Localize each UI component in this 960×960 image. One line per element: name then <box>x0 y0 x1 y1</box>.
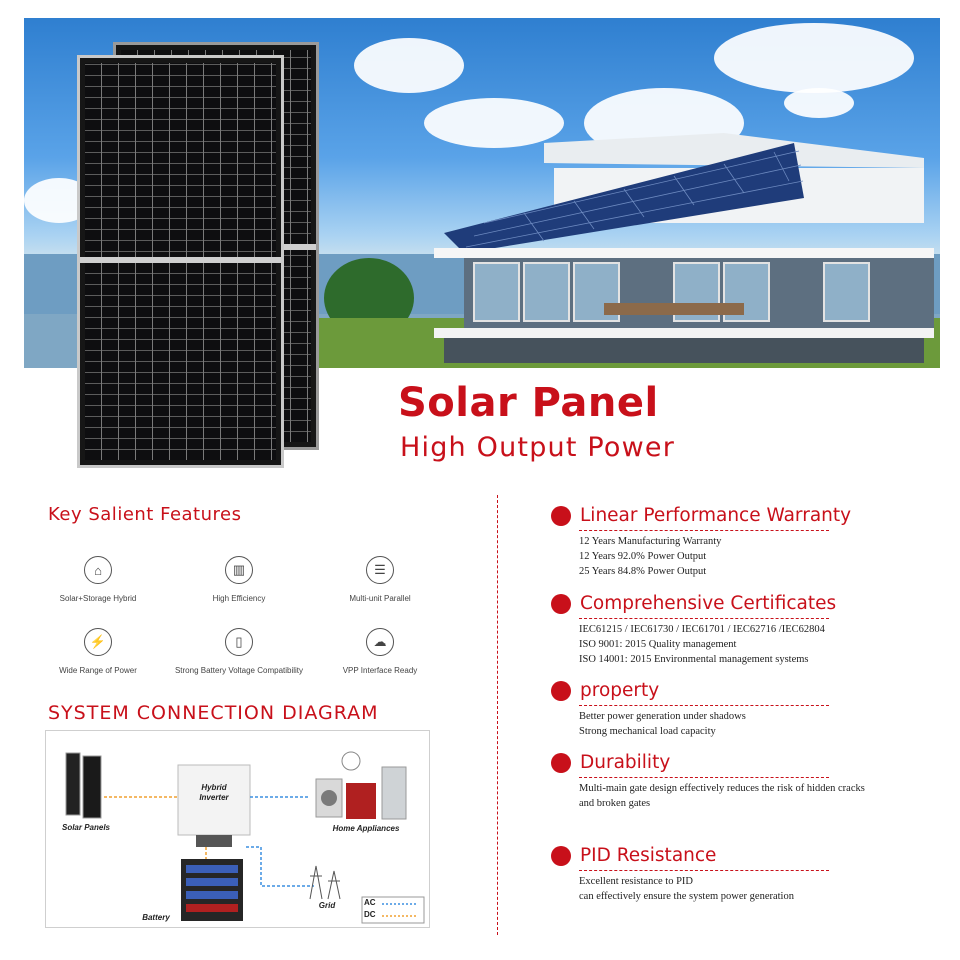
house-illustration <box>434 133 934 363</box>
diagram-battery-icon <box>181 859 243 921</box>
feature-label: Strong Battery Voltage Compatibility <box>174 666 304 675</box>
label-grid: Grid <box>318 901 336 910</box>
feature-label: VPP Interface Ready <box>342 666 418 675</box>
spec-certificates: Comprehensive Certificates IEC61215 / IE… <box>551 593 911 667</box>
feature-label: Solar+Storage Hybrid <box>59 594 137 603</box>
bullet-dot-icon <box>551 845 571 866</box>
diagram-appliances-icon <box>315 751 407 820</box>
system-diagram-title: SYSTEM CONNECTION DIAGRAM <box>48 702 379 724</box>
spec-title: PID Resistance <box>580 845 717 866</box>
diagram-grid-towers-icon <box>309 865 341 900</box>
feature-efficiency: ▥ High Efficiency <box>164 556 314 603</box>
system-connection-diagram: Solar Panels Hybrid Inverter Home Applia… <box>45 730 430 928</box>
legend-ac-label: AC <box>364 898 376 907</box>
spec-line: IEC61215 / IEC61730 / IEC61701 / IEC6271… <box>579 624 825 635</box>
feature-vpp: ☁ VPP Interface Ready <box>305 628 455 675</box>
spec-line: ISO 14001: 2015 Environmental management… <box>579 654 809 665</box>
battery-icon: ▯ <box>225 628 253 656</box>
key-features-title: Key Salient Features <box>48 504 242 525</box>
page-subtitle: High Output Power <box>400 432 676 463</box>
spec-title: Linear Performance Warranty <box>580 505 852 526</box>
spec-property: property Better power generation under s… <box>551 680 911 739</box>
column-divider <box>497 495 498 935</box>
spec-title: property <box>580 680 660 701</box>
feature-label: High Efficiency <box>212 594 266 603</box>
feature-power-range: ⚡ Wide Range of Power <box>23 628 173 675</box>
label-inverter: Hybrid Inverter <box>199 783 229 802</box>
bullet-dot-icon <box>551 593 571 614</box>
label-appliances: Home Appliances <box>332 824 400 833</box>
diagram-graphics <box>65 751 425 924</box>
label-solar-panels: Solar Panels <box>61 823 111 832</box>
spec-warranty: Linear Performance Warranty 12 Years Man… <box>551 505 911 579</box>
feature-hybrid: ⌂ Solar+Storage Hybrid <box>23 556 173 603</box>
bullet-dot-icon <box>551 752 571 773</box>
spec-title: Durability <box>580 752 671 773</box>
page-title: Solar Panel <box>398 380 659 426</box>
label-battery: Battery <box>142 913 170 922</box>
feature-battery: ▯ Strong Battery Voltage Compatibility <box>164 628 314 675</box>
spec-durability: Durability Multi-main gate design effect… <box>551 752 911 811</box>
bullet-dot-icon <box>551 505 571 526</box>
spec-title: Comprehensive Certificates <box>580 593 837 614</box>
bullet-dot-icon <box>551 680 571 701</box>
diagram-solar-panels-icon <box>65 752 102 819</box>
spec-line: Strong mechanical load capacity <box>579 726 716 737</box>
efficiency-chart-icon: ▥ <box>225 556 253 584</box>
feature-label: Wide Range of Power <box>59 666 137 675</box>
diagram-inverter-icon <box>177 764 251 847</box>
spec-line: 25 Years 84.8% Power Output <box>579 566 707 577</box>
spec-line: Multi-main gate design effectively reduc… <box>579 783 865 794</box>
solar-panel-front <box>77 55 284 468</box>
parallel-units-icon: ☰ <box>366 556 394 584</box>
legend-dc-label: DC <box>364 910 376 919</box>
feature-label: Multi-unit Parallel <box>349 594 411 603</box>
spec-pid: PID Resistance Excellent resistance to P… <box>551 845 911 904</box>
spec-line: 12 Years Manufacturing Warranty <box>579 536 722 547</box>
spec-line: and broken gates <box>579 798 651 809</box>
spec-line: Better power generation under shadows <box>579 711 746 722</box>
spec-line: Excellent resistance to PID <box>579 876 694 887</box>
spec-line: 12 Years 92.0% Power Output <box>579 551 707 562</box>
spec-line: can effectively ensure the system power … <box>579 891 794 902</box>
cloud-vpp-icon: ☁ <box>366 628 394 656</box>
feature-parallel: ☰ Multi-unit Parallel <box>305 556 455 603</box>
hybrid-icon: ⌂ <box>84 556 112 584</box>
power-wave-icon: ⚡ <box>84 628 112 656</box>
spec-line: ISO 9001: 2015 Quality management <box>579 639 737 650</box>
